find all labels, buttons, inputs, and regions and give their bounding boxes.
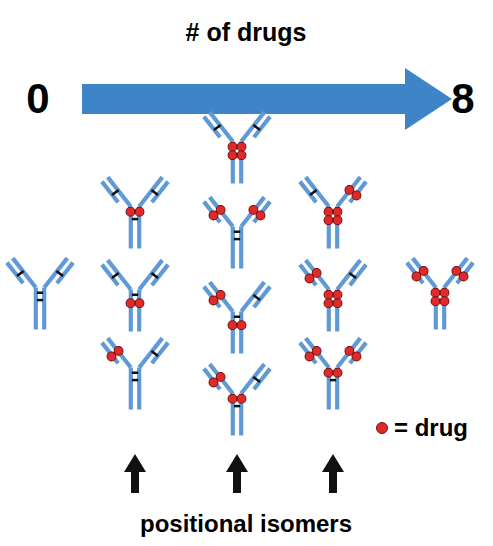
antibody <box>102 177 168 248</box>
pointer-arrow <box>226 454 248 493</box>
pointer-arrow <box>322 454 344 493</box>
axis-title: # of drugs <box>186 20 307 45</box>
antibody <box>204 364 270 435</box>
antibody <box>204 112 270 183</box>
legend-swatch <box>376 422 388 434</box>
antibody <box>407 258 473 329</box>
antibody <box>300 338 366 409</box>
group-caption: positional isomers <box>140 512 352 536</box>
legend-entry: = drug <box>376 416 468 440</box>
pointer-arrow <box>124 454 146 493</box>
antibody <box>204 282 270 353</box>
count-label: 0 <box>26 78 49 120</box>
count-label: 8 <box>451 78 474 120</box>
antibody <box>102 338 168 409</box>
antibody <box>300 177 366 248</box>
antibody <box>204 197 270 268</box>
legend-text: = drug <box>394 416 468 440</box>
antibody <box>102 260 168 331</box>
antibody <box>300 260 366 331</box>
antibody <box>7 258 73 329</box>
